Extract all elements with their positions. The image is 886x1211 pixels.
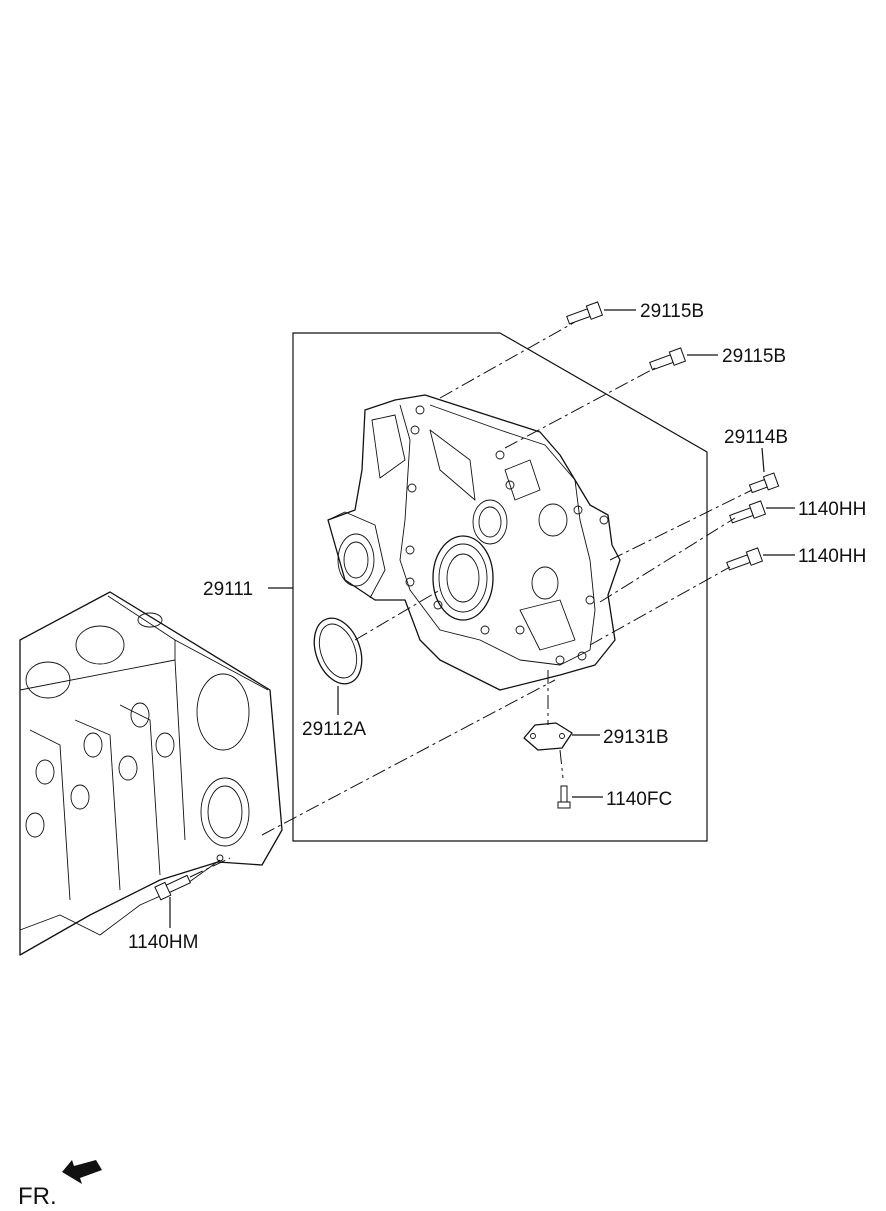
- label-29114b: 29114B: [724, 427, 788, 448]
- align-line-seal: [354, 589, 441, 641]
- engine-block: [19, 591, 283, 956]
- label-29112a: 29112A: [302, 719, 366, 740]
- label-29111: 29111: [203, 579, 253, 600]
- leader-29114b: [761, 447, 765, 473]
- seal-ring: [313, 617, 363, 685]
- bolt-1140hh-top-icon: [729, 500, 767, 524]
- align-line-block: [261, 679, 556, 836]
- align-line-29115b-second: [504, 367, 656, 449]
- cover-plate: [523, 722, 573, 751]
- label-29131b: 29131B: [603, 727, 669, 748]
- front-direction-label: FR.: [18, 1183, 57, 1210]
- bolt-29115b-top-icon: [566, 301, 604, 325]
- front-direction-arrow-icon: [62, 1160, 102, 1184]
- bolt-29115b-second-icon: [649, 347, 687, 371]
- label-1140hh-bottom: 1140HH: [798, 546, 866, 567]
- align-line-29114b: [609, 489, 753, 561]
- bolt-1140fc-icon: [557, 785, 571, 809]
- housing-part: [327, 394, 621, 691]
- label-1140hm: 1140HM: [128, 932, 198, 953]
- label-1140fc: 1140FC: [606, 789, 672, 810]
- group-frame: [292, 332, 708, 842]
- label-29115b-top: 29115B: [640, 301, 704, 322]
- bolt-1140hm-icon: [154, 874, 192, 901]
- align-line-cover-bolt: [559, 749, 564, 779]
- label-29115b-second: 29115B: [722, 346, 786, 367]
- align-line-29115b-top: [439, 321, 576, 399]
- bolt-29114b-icon: [748, 472, 780, 494]
- align-line-1140hh-top: [599, 517, 736, 603]
- bolt-1140hh-bottom-icon: [726, 547, 764, 571]
- align-line-1140hh-bottom: [589, 566, 731, 646]
- label-1140hh-top: 1140HH: [798, 499, 866, 520]
- align-line-1140hm: [189, 857, 231, 878]
